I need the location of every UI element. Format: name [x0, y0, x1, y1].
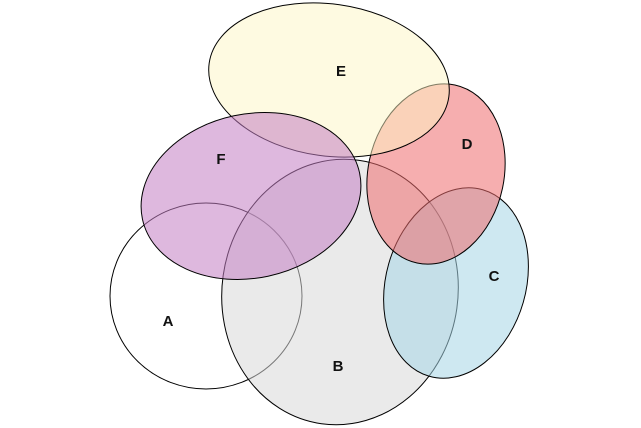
set-e-label: E	[336, 63, 346, 80]
set-d-label: D	[462, 136, 473, 153]
set-c-label: C	[489, 268, 500, 285]
set-b-label: B	[333, 358, 344, 375]
set-f-ellipse	[140, 112, 362, 280]
set-a-label: A	[163, 313, 174, 330]
set-f-label: F	[216, 151, 225, 168]
